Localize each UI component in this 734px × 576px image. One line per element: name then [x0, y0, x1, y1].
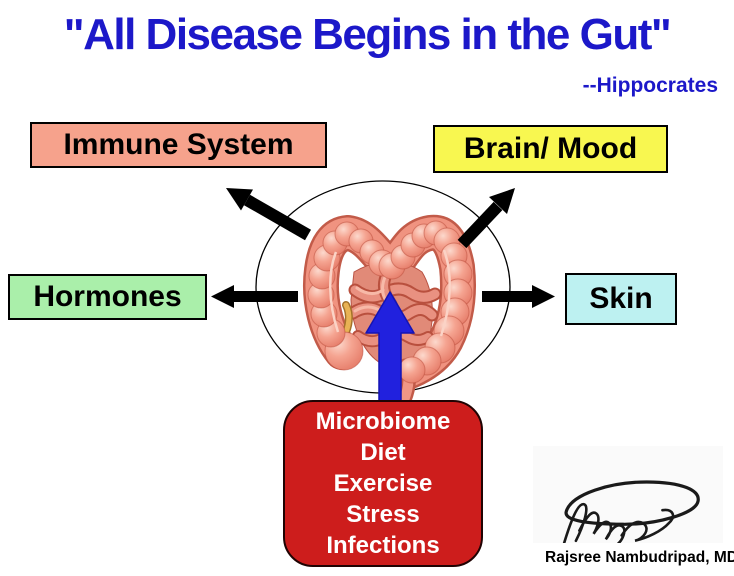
node-brain-mood: Brain/ Mood: [433, 125, 668, 173]
gut-illustration: [303, 214, 476, 426]
influence-exercise: Exercise: [333, 470, 433, 497]
node-skin: Skin: [565, 273, 677, 325]
slide-title: "All Disease Begins in the Gut": [63, 10, 672, 59]
node-brain-mood-label: Brain/ Mood: [463, 132, 638, 165]
arrow-to-skin: [482, 285, 555, 308]
node-hormones-label: Hormones: [33, 280, 182, 313]
arrow-to-hormones: [211, 285, 298, 308]
influence-infections: Infections: [326, 532, 440, 559]
arrow-to-brain-mood: [457, 188, 515, 249]
attribution-hippocrates: --Hippocrates: [582, 74, 718, 97]
influence-diet: Diet: [360, 439, 406, 466]
node-immune-system: Immune System: [30, 122, 327, 168]
influence-microbiome: Microbiome: [315, 408, 451, 435]
signature-panel: [533, 446, 723, 545]
node-skin-label: Skin: [589, 282, 653, 315]
influence-stress: Stress: [346, 501, 420, 528]
influences-box: Microbiome Diet Exercise Stress Infectio…: [283, 400, 483, 567]
arrow-to-immune-system: [226, 188, 311, 241]
node-hormones: Hormones: [8, 274, 207, 320]
node-immune-system-label: Immune System: [63, 128, 294, 161]
signature-name: Rajsree Nambudripad, MD: [545, 549, 734, 566]
signature-image: [562, 480, 700, 545]
